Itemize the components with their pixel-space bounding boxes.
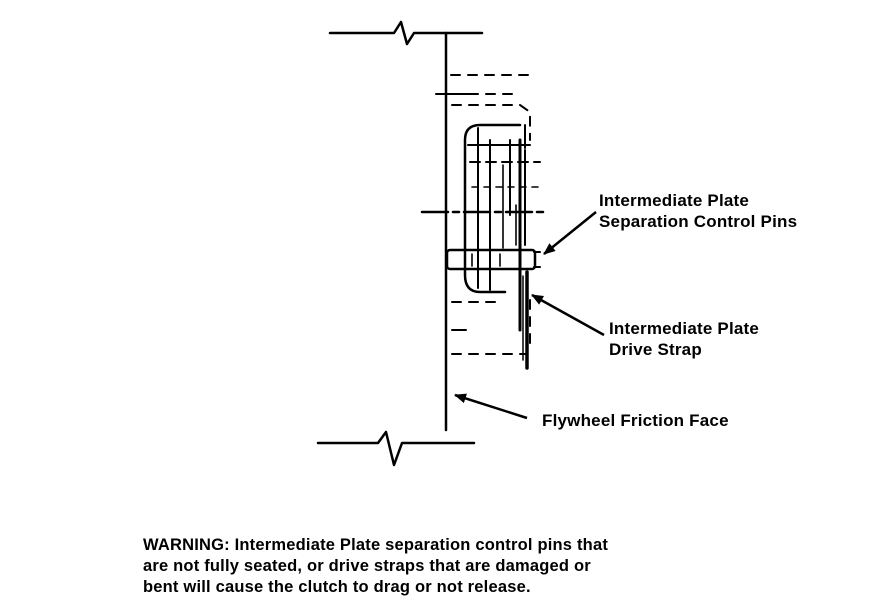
face-leader-arrow [454,393,528,420]
intermediate-plate-outline [463,123,522,294]
strap-label-line-1: Intermediate Plate [609,319,760,338]
warning-line-1: WARNING: Intermediate Plate separation c… [143,536,609,554]
strap-label-line-2: Drive Strap [609,340,702,359]
pins-label: Intermediate Plate Separation Control Pi… [599,190,797,232]
top-break-line [328,20,484,46]
face-label: Flywheel Friction Face [542,411,729,430]
pins-label-line-1: Intermediate Plate [599,191,750,210]
strap-leader-arrow [531,293,605,337]
pins-label-line-2: Separation Control Pins [599,212,798,231]
warning-line-3: bent will cause the clutch to drag or no… [143,578,531,596]
bottom-break-line [316,430,476,467]
pins-leader-arrow [543,211,597,255]
warning-line-2: are not fully seated, or drive straps th… [143,557,591,575]
warning-note: WARNING: Intermediate Plate separation c… [143,535,763,598]
separation-control-pin [445,248,537,271]
strap-label: Intermediate Plate Drive Strap [609,318,759,360]
